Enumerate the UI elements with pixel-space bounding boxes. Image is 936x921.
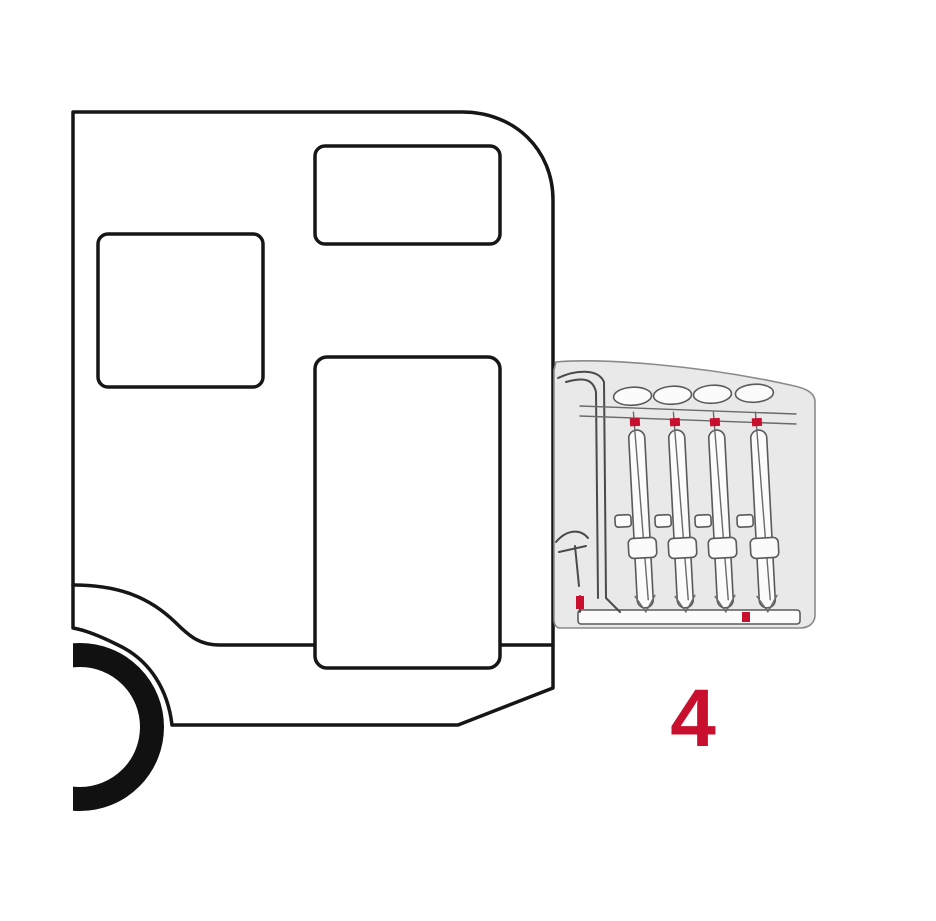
bike-frame-tube [754, 411, 771, 601]
bike-chainring [749, 536, 780, 560]
bike-clamp [629, 417, 641, 427]
carrier-frame-outer [557, 370, 607, 599]
bike-clamp [709, 417, 721, 427]
side-window [96, 232, 265, 389]
bike-wheel [749, 429, 777, 609]
bike-pedal [614, 513, 633, 528]
motorhome [71, 110, 555, 811]
bike-saddle [692, 384, 733, 405]
bike-frame-tube [712, 411, 729, 601]
entry-door [313, 355, 502, 670]
bike-chainring [627, 536, 658, 560]
bike-saddle [652, 385, 693, 406]
bike-pedal [694, 513, 713, 528]
bike-pedal [736, 513, 755, 528]
bike-wheel-holder [756, 594, 778, 614]
bike-pedal [654, 513, 673, 528]
bike-saddle [734, 383, 775, 404]
bike-wheel [707, 429, 735, 609]
bike-chainring [707, 536, 738, 560]
bike-clamp [669, 417, 681, 427]
bike-wheel-holder [634, 594, 656, 614]
side-skirt-line [71, 583, 555, 647]
bike-3 [692, 384, 738, 614]
bike-wheel-holder [674, 594, 696, 614]
carrier-frame-inner [565, 378, 599, 599]
bike-1 [612, 386, 658, 614]
rail-lock-left [576, 596, 584, 609]
bike-wheel [627, 429, 655, 609]
bike-4 [734, 383, 780, 614]
bike-2 [652, 385, 698, 614]
bike-wheel-holder [714, 594, 736, 614]
bike-wheel [667, 429, 695, 609]
bike-chainring [667, 536, 698, 560]
bike-saddle [612, 386, 653, 407]
rear-wheel [73, 643, 164, 811]
wheel-tyre [73, 643, 164, 811]
bike-carrier [553, 360, 816, 629]
holder-arm-top [579, 405, 797, 415]
figure-number: 4 [670, 673, 716, 764]
carrier-bottom-rail [577, 609, 801, 625]
carrier-strap [555, 530, 589, 587]
upper-window [313, 144, 502, 246]
bike-frame-tube [672, 411, 689, 601]
bike-frame-tube [632, 411, 649, 601]
bike-clamp [751, 417, 763, 427]
rail-lock-right [742, 612, 750, 622]
